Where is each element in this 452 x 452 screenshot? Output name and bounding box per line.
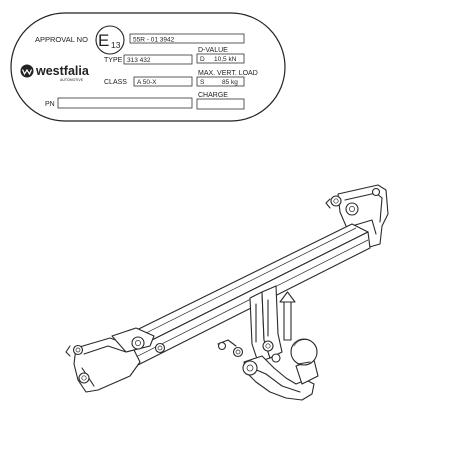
maxload-label: MAX. VERT. LOAD xyxy=(198,70,258,77)
type-label: TYPE xyxy=(104,57,123,64)
brand-name: westfalia xyxy=(35,64,90,78)
dvalue-label: D-VALUE xyxy=(198,47,228,54)
charge-box xyxy=(196,98,245,110)
pn-label: PN xyxy=(45,101,55,108)
approval-label: APPROVAL NO xyxy=(35,35,88,44)
approval-value-box xyxy=(129,33,245,44)
class-value: A 50-X xyxy=(137,79,157,86)
class-label: CLASS xyxy=(104,79,127,86)
center-hanger-bracket xyxy=(217,285,283,363)
type-value: 313 432 xyxy=(127,57,151,64)
cross-beam xyxy=(99,223,371,375)
brand-subtitle: AUTOMOTIVE xyxy=(60,78,84,82)
type-value-box xyxy=(123,54,193,65)
maxload-value: 85 kg xyxy=(222,79,238,86)
tow-ball xyxy=(290,338,318,366)
maxload-box xyxy=(196,76,245,87)
class-value-box xyxy=(133,76,193,87)
e-mark-number: 13 xyxy=(111,40,121,50)
e-mark-letter: E xyxy=(98,31,109,50)
dvalue-value: 10,5 kN xyxy=(214,56,237,63)
e-mark-circle xyxy=(95,25,125,55)
approval-value: 55R - 01 3942 xyxy=(133,37,175,44)
tow-ball-arm xyxy=(242,338,319,401)
charge-label: CHARGE xyxy=(198,92,228,99)
e-mark-badge: E 13 xyxy=(95,25,125,55)
dvalue-box xyxy=(196,53,245,64)
westfalia-logo-icon xyxy=(20,64,34,78)
left-mounting-bracket xyxy=(65,327,166,393)
maxload-prefix: S xyxy=(200,79,205,86)
dvalue-prefix: D xyxy=(200,56,205,63)
pn-value-box xyxy=(57,97,193,109)
type-plate: APPROVAL NO E 13 55R - 01 3942 westfalia… xyxy=(10,12,286,122)
towbar-assembly xyxy=(65,184,389,401)
mounting-arrow-icon xyxy=(279,291,296,341)
